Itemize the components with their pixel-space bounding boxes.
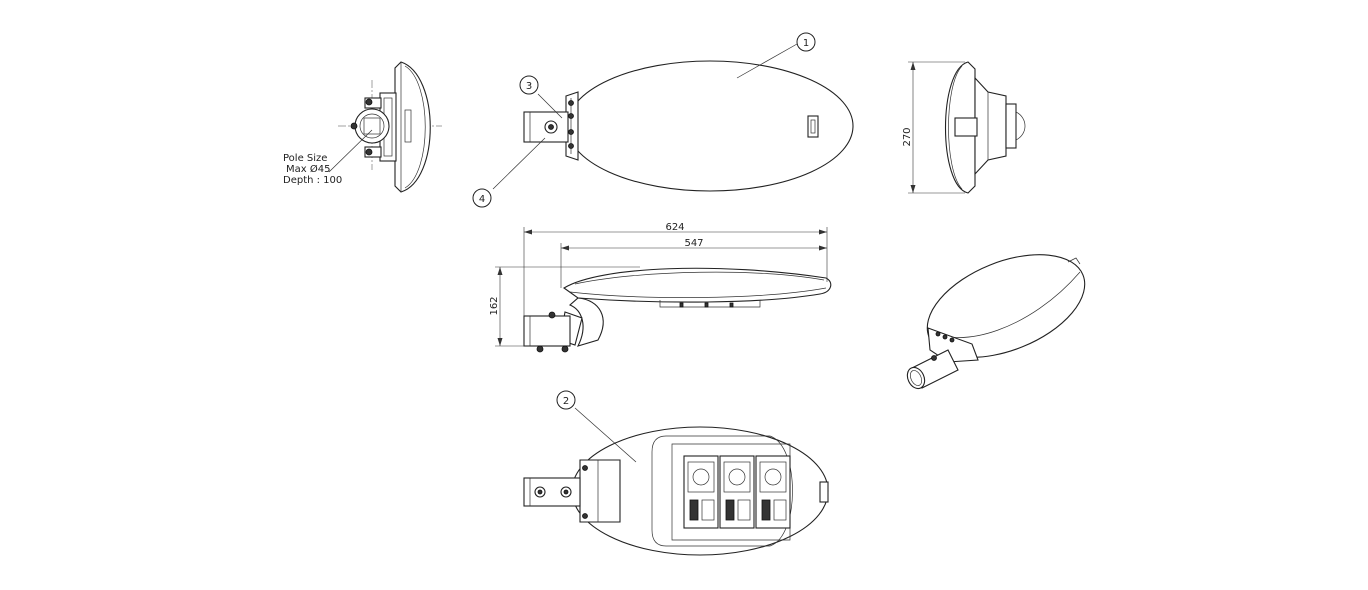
balloon-3-label: 3 [526,81,532,92]
balloon-4: 4 [472,188,492,208]
dim-overall-624: 624 [665,222,684,233]
balloon-1-label: 1 [803,38,809,49]
dim-width-270: 270 [902,127,913,146]
dim-height-162: 162 [489,296,500,315]
side-view [908,61,1026,194]
balloon-2: 2 [556,390,576,410]
top-view [492,43,854,192]
end-view-front [328,61,442,193]
pole-note-line3: Depth : 100 [283,175,342,186]
isometric-view [906,254,1086,390]
balloon-4-label: 4 [479,194,485,205]
balloon-2-label: 2 [563,396,569,407]
pole-note-line2: Max Ø45 [286,163,330,175]
balloon-1: 1 [796,32,816,52]
pole-size-note: Pole Size Max Ø45 Depth : 100 [283,153,342,186]
dim-housing-547: 547 [684,238,703,249]
balloon-3: 3 [519,75,539,95]
led-modules [683,455,791,529]
bottom-view [523,407,829,556]
elevation-view [495,227,832,353]
pole-note-line1: Pole Size [283,153,327,164]
